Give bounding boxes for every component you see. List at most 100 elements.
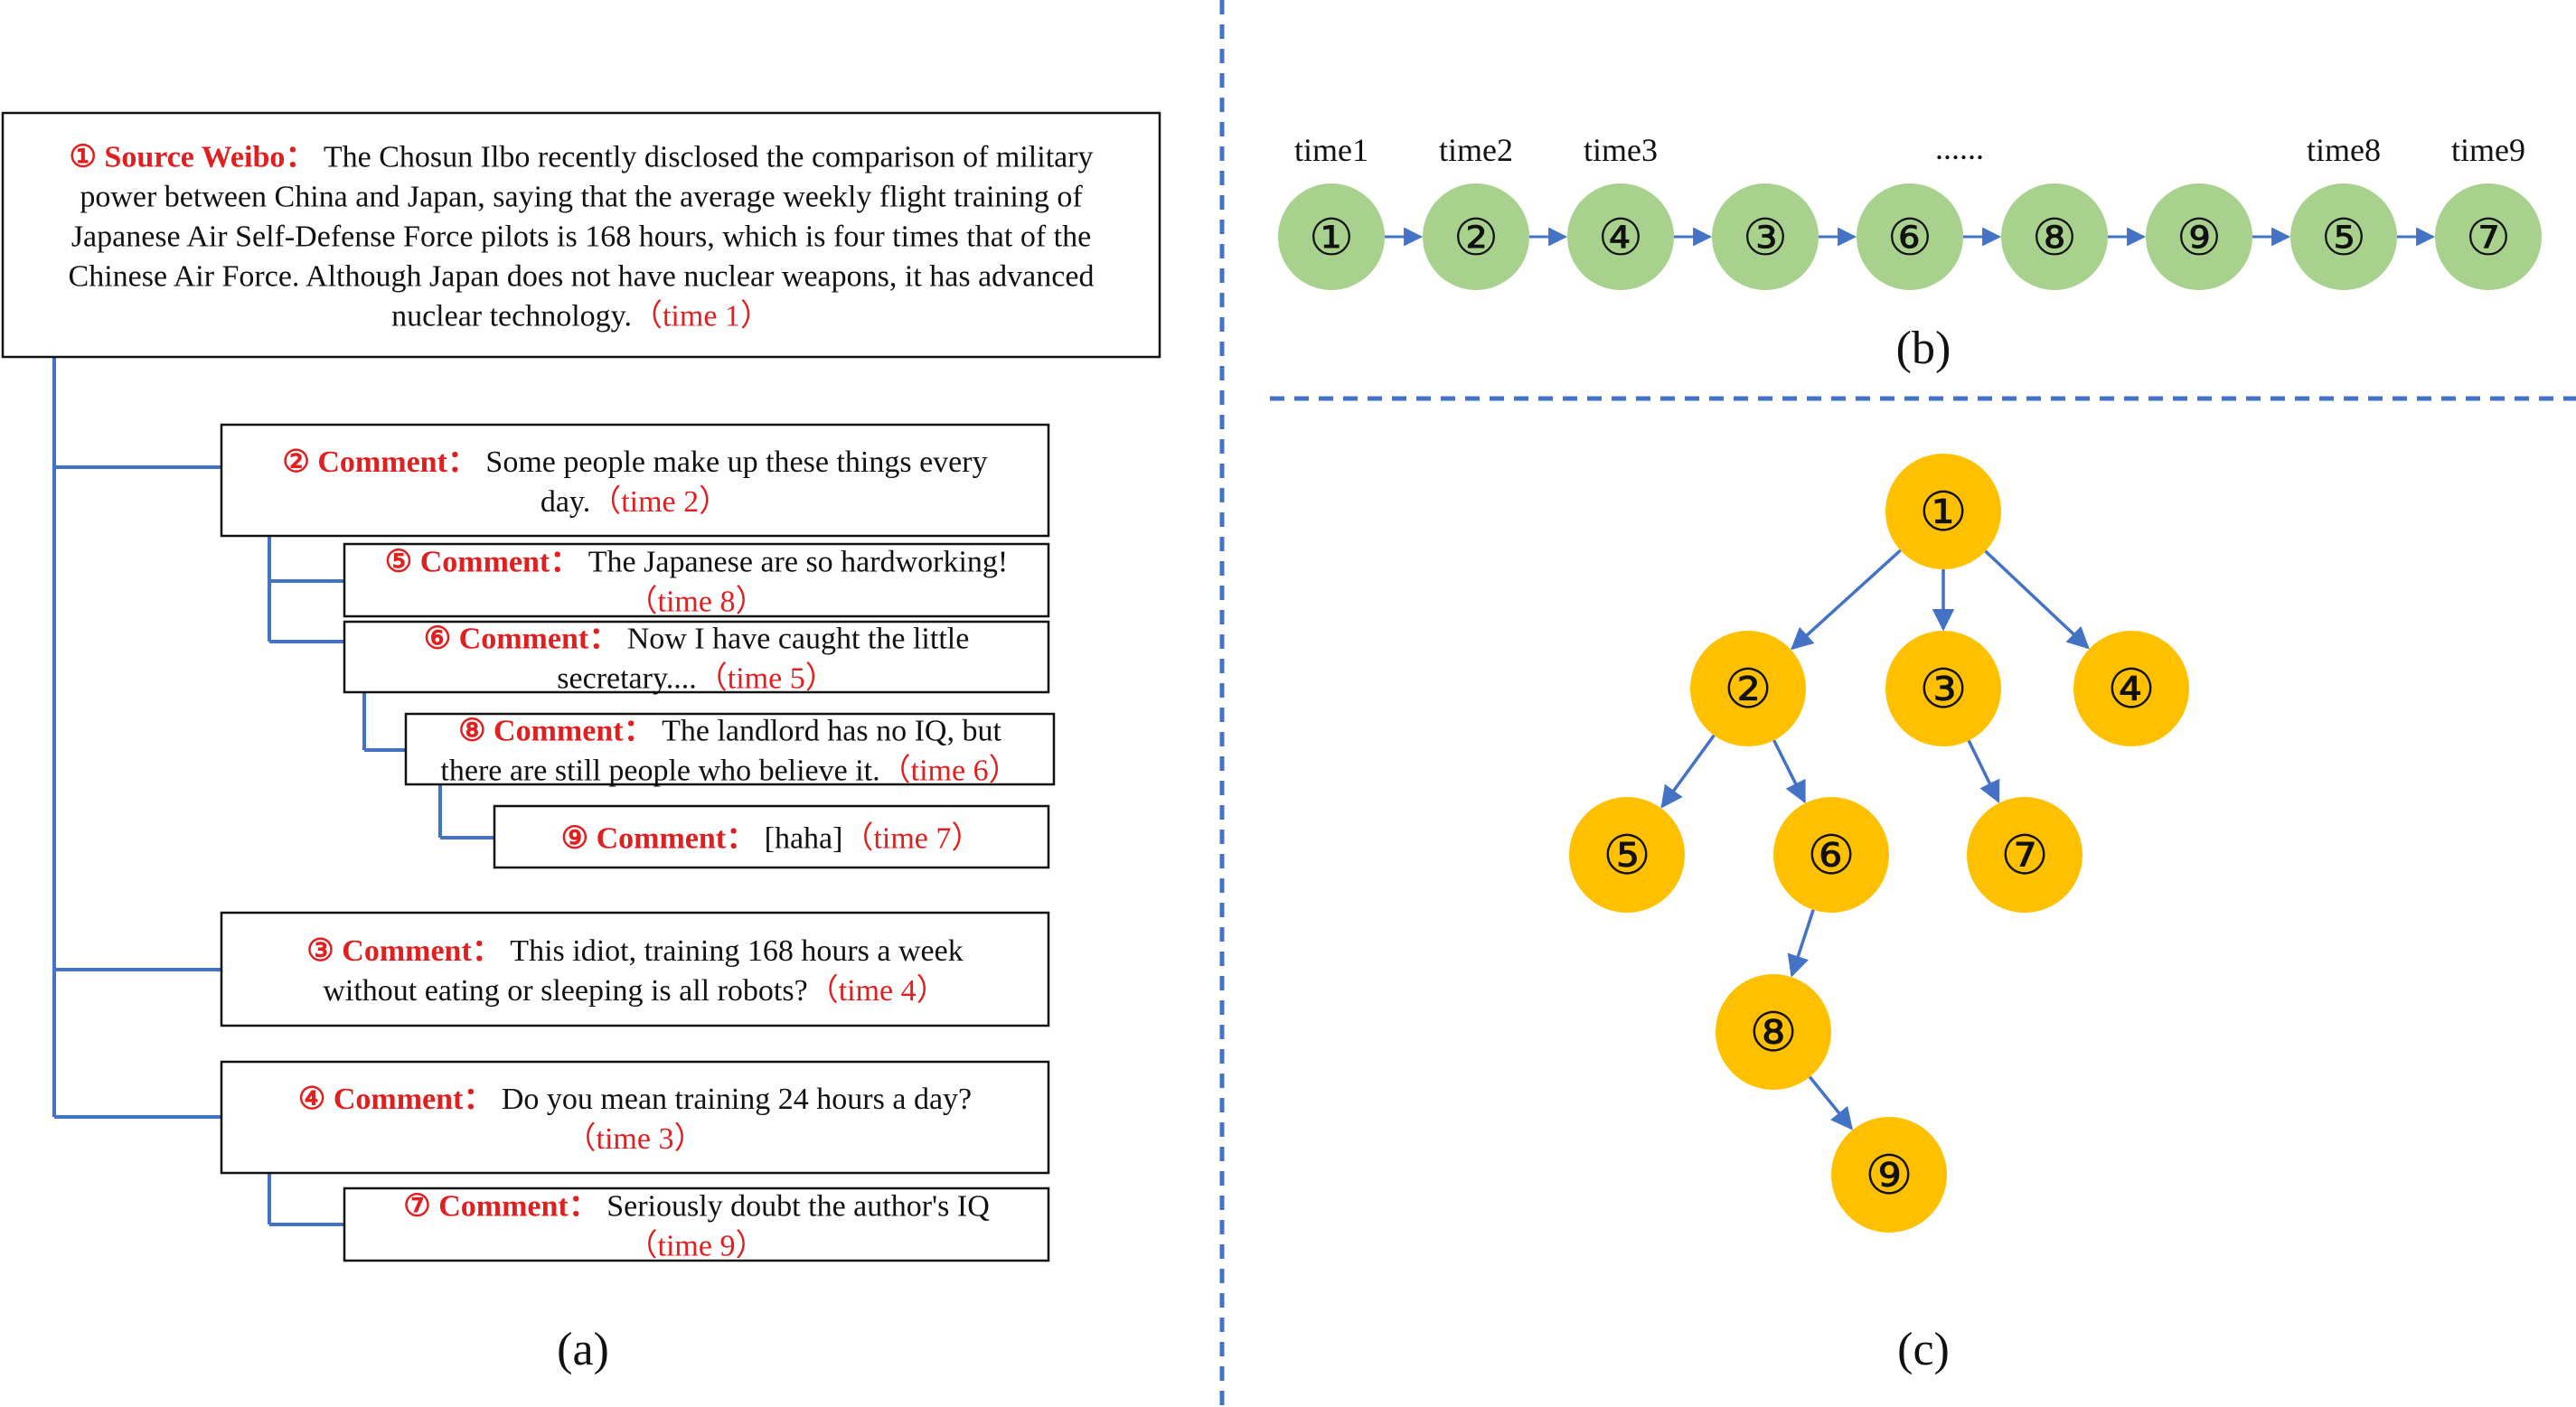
sequence-node [1857, 183, 1963, 290]
tree-node-label: ④ [2107, 659, 2156, 719]
comment-body: Do you mean training 24 hours a day? [502, 1083, 972, 1116]
comment-text-line: ⑦ Comment： Seriously doubt the author's … [403, 1189, 990, 1223]
tree-edge [1967, 739, 2000, 803]
comment-text-line: ④ Comment： Do you mean training 24 hours… [298, 1083, 972, 1116]
sequence-node-label: ② [1453, 209, 1499, 266]
comment-body: The landlord has no IQ, but [662, 714, 1001, 747]
sequence-time-label: time2 [1439, 132, 1513, 168]
sequence-time-label: time1 [1294, 132, 1368, 168]
sequence-node-label: ① [1309, 209, 1354, 266]
tree-node-label: ⑤ [1603, 825, 1651, 886]
tree-node-label: ⑥ [1807, 825, 1856, 886]
comment-body: Japanese Air Self-Defense Force pilots i… [71, 220, 1091, 253]
comment-box-frame [1, 111, 1161, 359]
comment-text-line: ② Comment： Some people make up these thi… [282, 446, 987, 479]
comment-box-7: ⑦ Comment： Seriously doubt the author's … [343, 1187, 1050, 1262]
tree-node-label: ③ [1919, 659, 1968, 719]
comment-box-frame [404, 712, 1056, 786]
comment-box-frame [220, 1060, 1050, 1175]
comment-text-line: ⑨ Comment： [haha]（time 7） [561, 821, 982, 855]
comment-box-5: ⑤ Comment： The Japanese are so hardworki… [343, 542, 1050, 618]
comment-label: ① Source Weibo： [69, 140, 323, 174]
comment-body: This idiot, training 168 hours a week [510, 934, 963, 968]
comment-time: （time 3） [566, 1121, 705, 1156]
comment-time: （time 5） [697, 661, 836, 695]
comment-box-9: ⑨ Comment： [haha]（time 7） [493, 804, 1050, 869]
comment-label: ⑤ Comment： [385, 545, 588, 578]
comment-body: power between China and Japan, saying th… [80, 180, 1083, 213]
sequence-node-label: ③ [1743, 209, 1788, 266]
sequence-time-label: time3 [1584, 132, 1658, 168]
sequence-node-label: ⑨ [2176, 209, 2222, 266]
tree-edge [1772, 739, 1807, 804]
comment-body: Now I have caught the little [627, 622, 970, 655]
panel-a-comment-thread: ① Source Weibo： The Chosun Ilbo recently… [1, 111, 1161, 1262]
comment-body: day. [541, 485, 590, 519]
tree-node-label: ⑧ [1749, 1002, 1798, 1063]
comment-body: nuclear technology. [391, 299, 632, 333]
tree-node [1831, 1117, 1947, 1233]
panel-b-time-sequence: ① time1 ② time2 ④ time3 ③ ⑥ ⑧ ⑨ ⑤ time8 ⑦ time9...... [1278, 130, 2542, 290]
tree-edge [1660, 734, 1716, 809]
tree-node-label: ⑨ [1865, 1145, 1913, 1205]
tree-node [1690, 631, 1806, 746]
panel-b-caption: (b) [1896, 323, 1951, 374]
sequence-node-label: ⑤ [2321, 209, 2366, 266]
tree-node [1716, 974, 1831, 1090]
comment-label: ③ Comment： [306, 934, 510, 968]
sequence-time-label: time9 [2451, 132, 2525, 168]
comment-label: ⑥ Comment： [424, 622, 627, 655]
sequence-node-label: ④ [1598, 209, 1643, 266]
sequence-node-label: ⑥ [1887, 209, 1932, 266]
comment-box-frame [493, 804, 1050, 869]
tree-node-label: ⑦ [2000, 825, 2049, 886]
tree-node [2073, 631, 2189, 746]
comment-box-frame [220, 911, 1050, 1027]
comment-body: [haha] [765, 821, 843, 855]
tree-node [1569, 797, 1685, 913]
panel-c-caption: (c) [1897, 1324, 1950, 1375]
comment-box-frame [220, 423, 1050, 538]
comment-text-line: Japanese Air Self-Defense Force pilots i… [71, 220, 1091, 253]
comment-text-line: ⑤ Comment： The Japanese are so hardworki… [385, 545, 1009, 578]
comment-text-line: ⑥ Comment： Now I have caught the little [424, 622, 970, 655]
comment-text-line: ⑧ Comment： The landlord has no IQ, but [458, 714, 1001, 747]
comment-time: （time 7） [842, 821, 982, 855]
sequence-node-label: ⑧ [2032, 209, 2077, 266]
tree-edge [1787, 909, 1815, 978]
comment-box-frame [343, 542, 1050, 618]
comment-box-8: ⑧ Comment： The landlord has no IQ, but th… [404, 712, 1056, 787]
tree-edge [1791, 549, 1902, 651]
comment-box-1: ① Source Weibo： The Chosun Ilbo recently… [1, 111, 1161, 359]
comment-text-line: ③ Comment： This idiot, training 168 hour… [306, 934, 963, 968]
comment-time: （time 4） [808, 973, 947, 1008]
sequence-node [2001, 183, 2108, 290]
comment-label: ② Comment： [282, 446, 485, 479]
comment-body: The Chosun Ilbo recently disclosed the c… [324, 140, 1094, 174]
sequence-node [2290, 183, 2397, 290]
tree-node [1885, 454, 2001, 569]
comment-time: （time 9） [627, 1228, 766, 1262]
comment-body: there are still people who believe it. [440, 754, 879, 787]
sequence-ellipsis: ...... [1935, 130, 1984, 166]
tree-node [1885, 631, 2001, 746]
comment-text-line: ① Source Weibo： The Chosun Ilbo recently… [69, 140, 1093, 174]
tree-edge [1984, 549, 2090, 650]
comment-body: Some people make up these things every [485, 446, 987, 479]
sequence-node-label: ⑦ [2466, 209, 2511, 266]
comment-box-4: ④ Comment： Do you mean training 24 hours… [220, 1060, 1050, 1175]
comment-body: without eating or sleeping is all robots… [323, 974, 807, 1008]
comment-text-line: day.（time 2） [541, 484, 729, 519]
sequence-node [1278, 183, 1385, 290]
comment-text-line: without eating or sleeping is all robots… [323, 973, 946, 1008]
tree-node-label: ② [1724, 659, 1772, 719]
comment-text-line: there are still people who believe it.（t… [440, 753, 1019, 787]
sequence-time-label: time8 [2307, 132, 2381, 168]
comment-time: （time 8） [627, 584, 766, 618]
comment-box-6: ⑥ Comment： Now I have caught the littles… [343, 620, 1050, 695]
comment-label: ⑧ Comment： [458, 714, 662, 747]
comment-box-3: ③ Comment： This idiot, training 168 hour… [220, 911, 1050, 1027]
panel-a-caption: (a) [557, 1324, 609, 1375]
